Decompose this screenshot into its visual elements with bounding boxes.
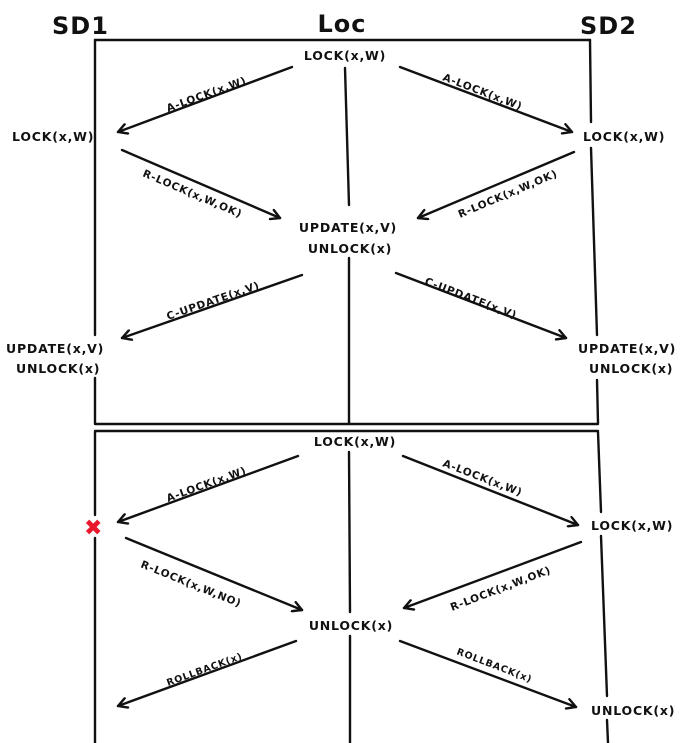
bottom-r-lock-left-arrow [124,536,304,610]
sd2-lifeline-bottom-2 [599,534,609,698]
bottom-a-lock-right-arrow [401,454,580,525]
bottom-a-lock-right-label: A-LOCK(x,W) [441,458,524,499]
bottom-sd2-unlock: UNLOCK(x) [591,703,675,718]
bottom-loc-lock: LOCK(x,W) [314,434,396,449]
bottom-r-lock-right-arrow [402,540,583,608]
bottom-rollback-right-arrow [398,639,578,707]
top-c-update-right-arrow [394,271,568,338]
top-a-lock-right-label: A-LOCK(x,W) [441,72,524,113]
sd2-lifeline-bottom-3 [605,718,610,743]
header-sd2: SD2 [580,12,637,40]
sd2-lifeline-top-2 [589,146,599,337]
sd2-lifeline-bottom [596,430,603,514]
bottom-loc-unlock: UNLOCK(x) [309,618,393,633]
top-r-lock-right-arrow [416,150,576,218]
top-sd2-lock: LOCK(x,W) [583,129,665,144]
bottom-sd1-fail-icon: ✖ [84,516,102,541]
top-a-lock-left-label: A-LOCK(x,W) [165,75,248,115]
sd2-lifeline-top [588,38,593,124]
top-r-lock-left-arrow [120,148,282,218]
bottom-a-lock-left-arrow [116,454,300,522]
top-sd1-update: UPDATE(x,V) [6,341,104,356]
top-loc-unlock: UNLOCK(x) [308,241,392,256]
top-a-lock-right-arrow [398,65,574,132]
loc-lifeline-bottom [347,450,352,614]
top-sd1-lock: LOCK(x,W) [12,129,94,144]
sd2-lifeline-mid [595,378,600,425]
top-a-lock-left-arrow [116,65,294,132]
header-loc: Loc [317,10,366,38]
header-sd1: SD1 [52,12,109,40]
bottom-rollback-left-arrow [116,639,298,706]
top-loc-lock: LOCK(x,W) [304,48,386,63]
bottom-rollback-left-label: ROLLBACK(x) [165,651,244,689]
loc-lifeline-top [343,66,351,207]
bottom-r-lock-left-label: R-LOCK(x,W,NO) [139,559,243,610]
top-r-lock-left-label: R-LOCK(x,W,OK) [141,168,244,221]
bottom-sd2-lock: LOCK(x,W) [591,518,673,533]
top-sd2-update: UPDATE(x,V) [578,341,676,356]
top-sd2-unlock: UNLOCK(x) [589,361,673,376]
top-sd1-unlock: UNLOCK(x) [16,361,100,376]
bottom-a-lock-left-label: A-LOCK(x,W) [165,465,248,505]
top-c-update-left-arrow [120,273,304,338]
top-loc-update: UPDATE(x,V) [299,220,397,235]
top-c-update-left-label: C-UPDATE(x,V) [165,280,261,323]
top-c-update-right-label: C-UPDATE(x,V) [423,276,519,322]
